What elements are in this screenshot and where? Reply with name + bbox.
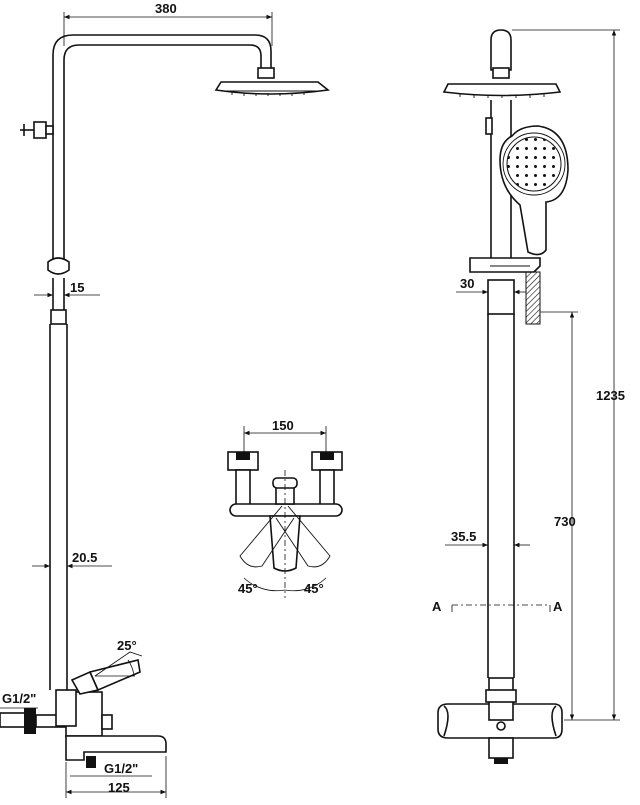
wall-bracket	[20, 121, 54, 139]
section-left-label: A	[432, 599, 442, 614]
dim-holder-offset: 30	[460, 276, 474, 291]
dim-inlet-spacing: 150	[272, 418, 294, 433]
dim-lever-angle: 25°	[117, 638, 137, 653]
mixer-top-view: 150 45° 45°	[227, 418, 343, 598]
dim-arm-width: 380	[155, 1, 177, 16]
dim-rail-height: 730	[554, 514, 576, 529]
mixer-front	[437, 677, 563, 764]
dim-total-height: 1235	[596, 388, 625, 403]
shower-head-nozzles-side	[231, 92, 305, 96]
dim-outlet-thread: G1/2"	[104, 761, 138, 776]
dim-spout-length: 125	[108, 780, 130, 795]
side-view: 15 20.5 25° G1/2"	[0, 1, 330, 798]
mixer-side	[0, 651, 167, 768]
hand-shower	[499, 125, 569, 256]
dim-pipe-upper: 15	[70, 280, 84, 295]
dim-angle-right: 45°	[304, 581, 324, 596]
front-view: 30 35.5 A A 1235 730	[432, 29, 625, 764]
dim-angle-left: 45°	[238, 581, 258, 596]
dim-pipe-offset: 35.5	[451, 529, 476, 544]
section-right-label: A	[553, 599, 563, 614]
dim-pipe-lower: 20.5	[72, 550, 97, 565]
rain-head-nozzles-front	[459, 94, 545, 98]
dim-inlet-thread: G1/2"	[2, 691, 36, 706]
